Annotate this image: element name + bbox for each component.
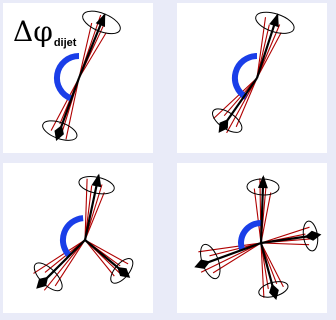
delta-phi-dijet-label: Δφdijet — [13, 18, 76, 46]
jet-arrow-icon — [92, 174, 102, 188]
jet-event-diagram-4 — [177, 163, 327, 313]
particle-track-line — [34, 240, 86, 273]
jet-axes — [36, 174, 130, 289]
particle-tracks — [34, 177, 129, 291]
jet-arrow-icon — [258, 175, 268, 188]
jet-cones — [209, 8, 297, 137]
particle-track-line — [261, 243, 309, 245]
jet-arrow-icon — [117, 267, 130, 278]
jet-axes — [194, 175, 321, 300]
jet-cones — [30, 174, 137, 296]
diagram-panel-2 — [177, 3, 327, 153]
jet-event-diagram-2 — [177, 3, 327, 153]
diagram-panel-1: Δφdijet — [3, 3, 153, 153]
jet-axes — [219, 13, 279, 133]
diagram-panel-3 — [3, 163, 153, 313]
delta-phi-symbol: Δφ — [13, 15, 53, 48]
jet-arrow-icon — [219, 119, 229, 133]
jet-arrow-icon — [194, 260, 210, 269]
diagram-panel-4 — [177, 163, 327, 313]
jet-event-diagram-3 — [3, 163, 153, 313]
jet-arrow-icon — [269, 13, 279, 27]
dijet-subscript: dijet — [54, 37, 77, 49]
